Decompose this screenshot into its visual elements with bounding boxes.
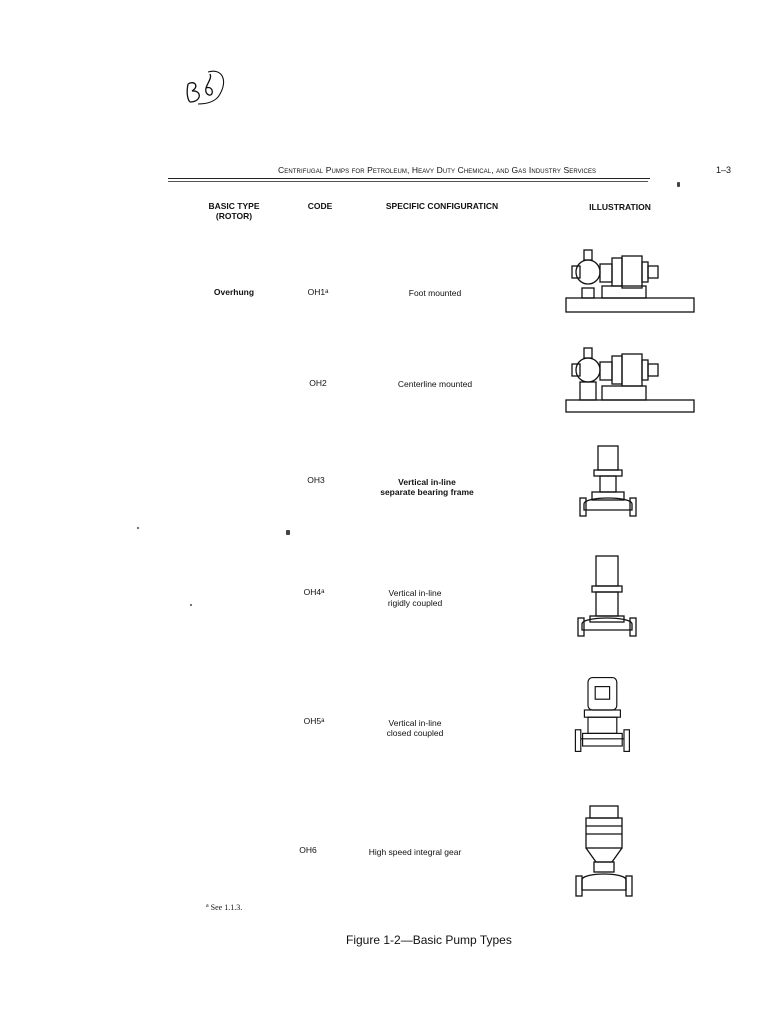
code-text: OH6 bbox=[299, 845, 317, 855]
running-header: Centrifugal Pumps for Petroleum, Heavy D… bbox=[278, 165, 597, 175]
page-number: 1–3 bbox=[716, 165, 732, 175]
footnote: a See 1.1.3. bbox=[206, 903, 242, 912]
code-text: OH4 bbox=[303, 587, 322, 597]
vertical-inline-bearing-frame-pump-icon bbox=[579, 445, 637, 517]
code-text: OH3 bbox=[307, 475, 325, 485]
footnote-mark: a bbox=[325, 289, 329, 295]
code-text: OH1 bbox=[307, 287, 326, 297]
code-cell: OH3 bbox=[296, 475, 336, 485]
foot-mounted-pump-icon bbox=[565, 249, 695, 313]
scan-speck bbox=[137, 527, 139, 529]
code-cell: OH4a bbox=[294, 587, 334, 597]
configuration-cell: Vertical in-line separate bearing frame bbox=[380, 477, 474, 497]
code-text: OH5 bbox=[303, 716, 322, 726]
handwritten-annotation bbox=[186, 70, 225, 105]
configuration-cell: Foot mounted bbox=[408, 288, 462, 298]
configuration-cell: Centerline mounted bbox=[397, 379, 473, 389]
header-rule bbox=[168, 178, 650, 179]
scan-speck bbox=[286, 530, 290, 535]
configuration-cell: Vertical in-line rigidly coupled bbox=[387, 588, 443, 608]
footnote-mark: a bbox=[321, 589, 325, 595]
centerline-mounted-pump-icon bbox=[565, 347, 695, 413]
footnote-text: See 1.1.3. bbox=[210, 903, 243, 912]
code-cell: OH2 bbox=[298, 378, 338, 388]
code-cell: OH5a bbox=[294, 716, 334, 726]
column-header-configuration: SPECIFIC CONFIGURATICN bbox=[385, 201, 499, 211]
column-header-code: CODE bbox=[307, 201, 333, 211]
footnote-mark: a bbox=[321, 718, 325, 724]
column-header-illustration: ILLUSTRATION bbox=[589, 202, 651, 212]
code-text: OH2 bbox=[309, 378, 327, 388]
configuration-cell: Vertical in-line closed coupled bbox=[386, 718, 444, 738]
code-cell: OH6 bbox=[288, 845, 328, 855]
figure-caption: Figure 1-2—Basic Pump Types bbox=[346, 933, 512, 947]
footnote-mark: a bbox=[206, 903, 209, 909]
configuration-cell: High speed integral gear bbox=[368, 847, 462, 857]
scan-speck bbox=[190, 604, 192, 606]
basic-type-overhung: Overhung bbox=[213, 287, 255, 297]
code-cell: OH1a bbox=[298, 287, 338, 297]
vertical-inline-rigid-pump-icon bbox=[577, 555, 637, 637]
header-rule-secondary bbox=[168, 181, 648, 182]
scan-speck bbox=[677, 182, 680, 187]
vertical-inline-closed-coupled-pump-icon bbox=[574, 677, 630, 752]
column-header-basic-type: BASIC TYPE (ROTOR) bbox=[208, 201, 260, 221]
high-speed-integral-gear-pump-icon bbox=[575, 805, 633, 897]
